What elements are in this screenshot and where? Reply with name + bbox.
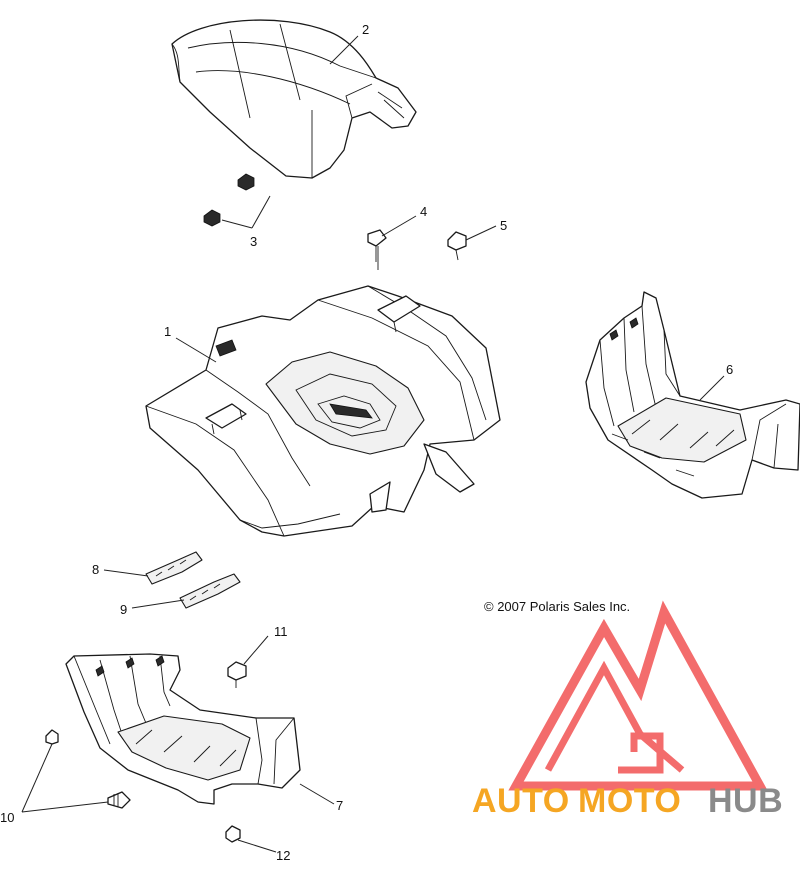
fastener-part-10 [45, 729, 131, 809]
brand-auto: AUTO [472, 782, 570, 820]
callout-6: 6 [726, 362, 733, 377]
footwell-right-part-6 [585, 291, 800, 499]
callout-10: 10 [0, 810, 14, 825]
nut-part-12 [225, 825, 241, 843]
rivet-part-4 [367, 229, 387, 270]
callout-8: 8 [92, 562, 99, 577]
pad-part-8 [145, 551, 203, 585]
seat-part [171, 19, 417, 179]
nut-part-3 [203, 173, 255, 227]
brand-hub: HUB [708, 782, 783, 820]
callout-9: 9 [120, 602, 127, 617]
callout-11: 11 [274, 624, 288, 639]
rear-fender-part [145, 285, 501, 537]
callout-7: 7 [336, 798, 343, 813]
pad-part-9 [179, 573, 241, 609]
copyright-text: © 2007 Polaris Sales Inc. [484, 599, 630, 614]
footwell-left-part-7 [65, 653, 301, 805]
callout-2: 2 [362, 22, 369, 37]
brand-moto: MOTO [578, 782, 681, 820]
callout-3: 3 [250, 234, 257, 249]
screw-part-5 [447, 231, 467, 261]
callout-5: 5 [500, 218, 507, 233]
watermark-brand: AUTO MOTO HUB [472, 782, 783, 820]
leader-lines [21, 35, 725, 853]
callout-12: 12 [276, 848, 290, 863]
callout-1: 1 [164, 324, 171, 339]
callout-4: 4 [420, 204, 427, 219]
callout-labels: 2 1 3 4 5 6 8 9 11 10 7 12 [0, 22, 733, 863]
nut-part-11 [227, 661, 247, 688]
watermark-logo [508, 600, 768, 791]
